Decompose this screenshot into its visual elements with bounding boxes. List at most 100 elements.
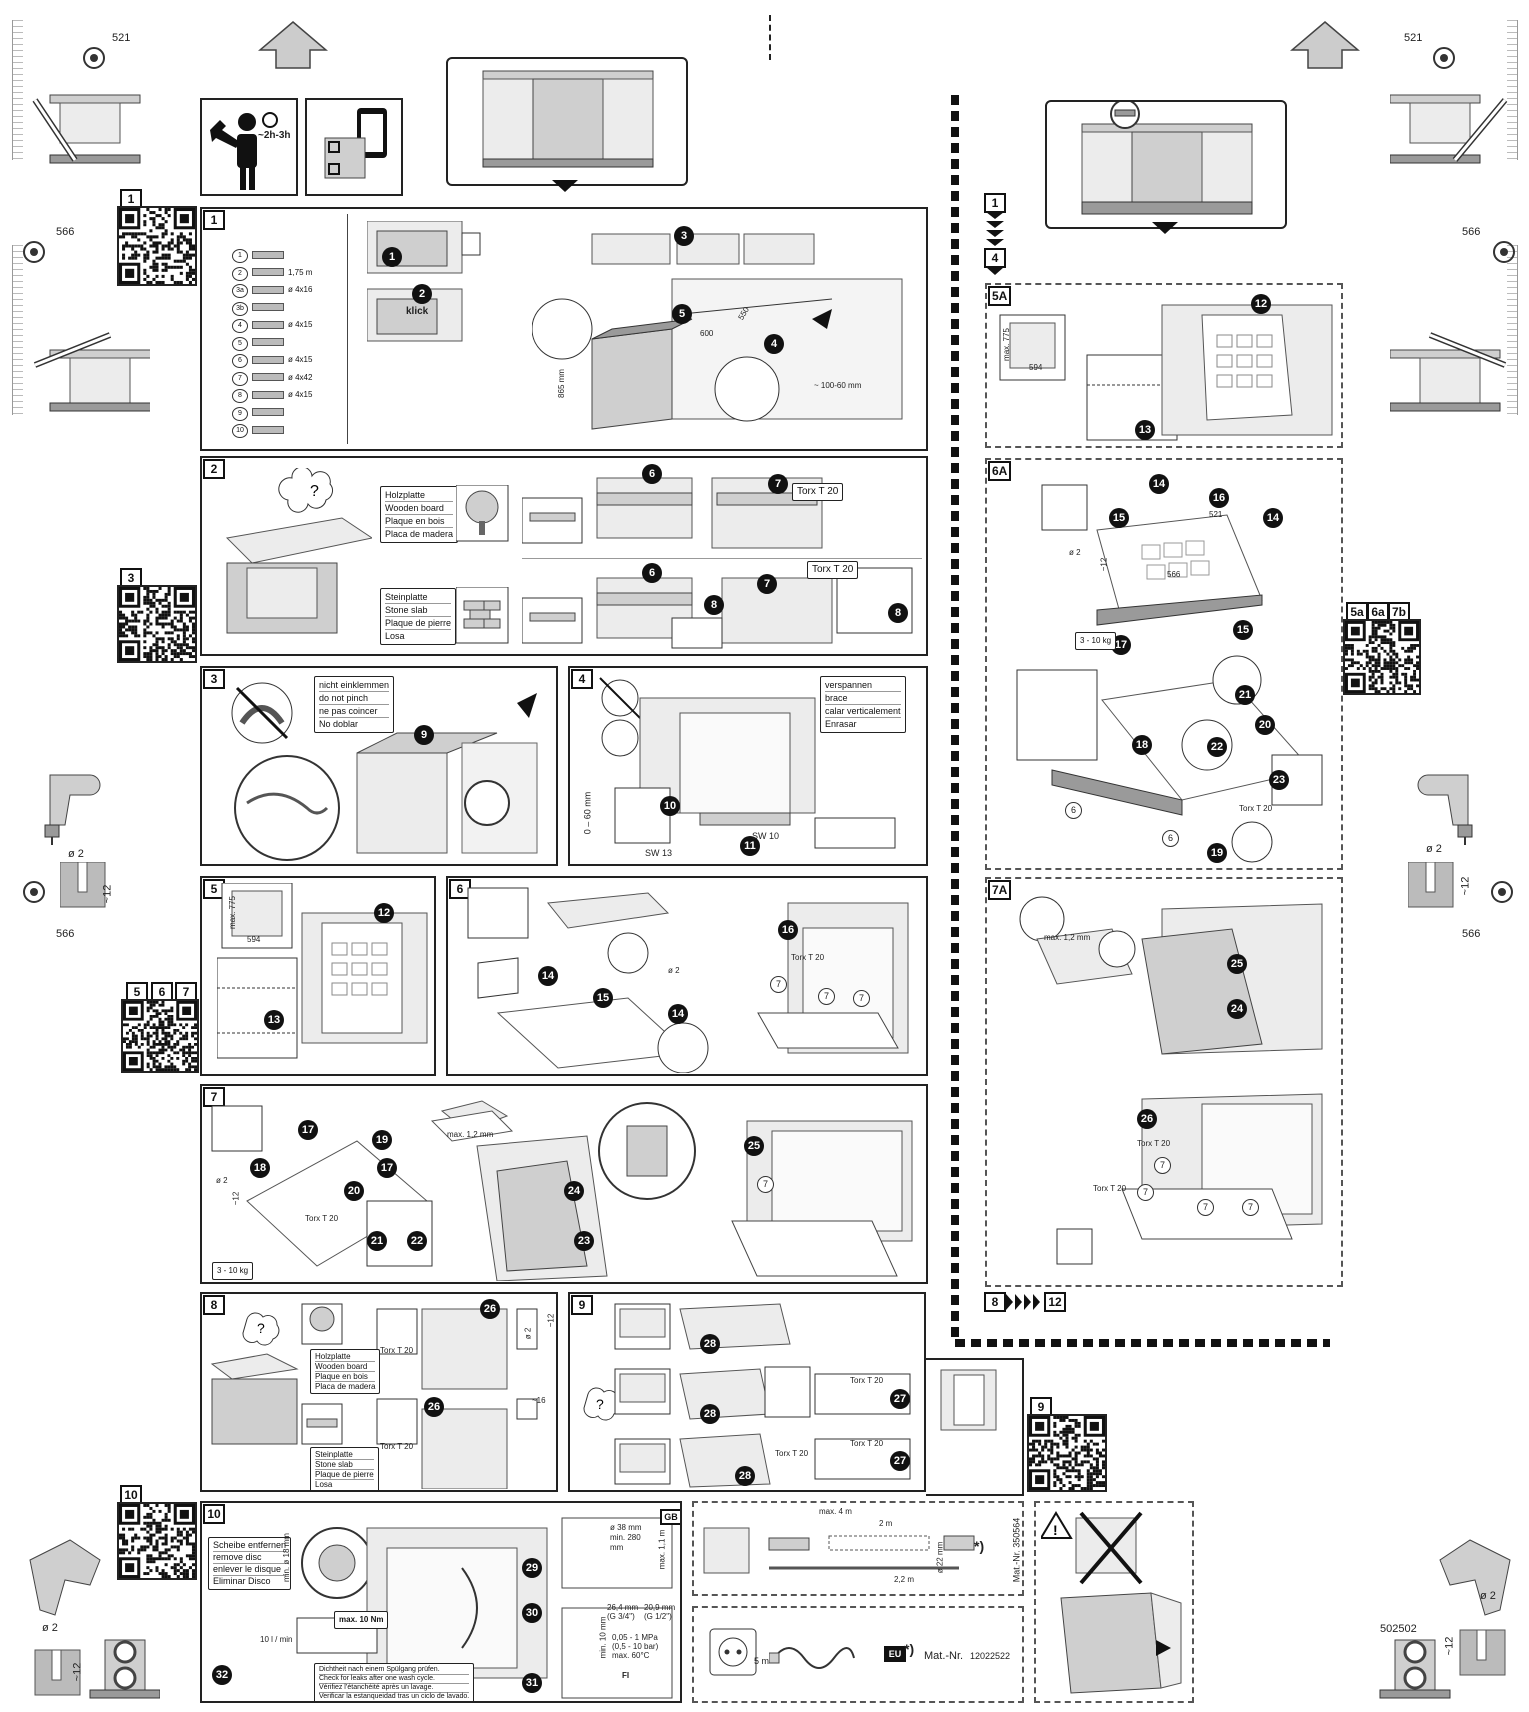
bl-drill-depth: ~12 — [71, 1662, 84, 1682]
left-drill-depth: ~12 — [101, 884, 114, 904]
hose-sketch — [703, 1527, 975, 1574]
step6a-sketch — [1016, 484, 1323, 863]
step-5-panel: 5 max. 775 594 12 13 — [200, 876, 436, 1076]
part-shape-icon — [252, 285, 284, 294]
step7-torx: Torx T 20 — [305, 1214, 339, 1223]
qr-code-567[interactable] — [121, 999, 199, 1073]
step7-weight: 3 - 10 kg — [212, 1262, 254, 1280]
step2-torx-2: Torx T 20 — [807, 561, 859, 579]
right-step-8-badge: 8 — [984, 1292, 1006, 1312]
r6a-torx: Torx T 20 — [1239, 804, 1273, 813]
mat2-number: 12022522 — [970, 1651, 1011, 1661]
drill-icon-right — [1417, 774, 1473, 845]
cabinet-sketch-mid-right — [1390, 332, 1507, 412]
step9-torx-3: Torx T 20 — [850, 1439, 884, 1448]
br-drill-depth: ~12 — [1443, 1636, 1456, 1656]
target-symbol-top-right — [1433, 47, 1455, 69]
svg-text:?: ? — [596, 1396, 604, 1412]
nm-label: max. 10 Nm — [334, 1611, 389, 1629]
step7-max12: max. 1,2 mm — [447, 1130, 494, 1139]
drill-hole-left — [60, 862, 106, 908]
warning-panel: ! — [1034, 1501, 1194, 1703]
right-drill-depth: ~12 — [1459, 876, 1472, 896]
press-2: (0,5 - 10 bar) — [612, 1642, 659, 1651]
r7a-torx-1: Torx T 20 — [1137, 1139, 1171, 1148]
step2-countertop-cloud: ? — [225, 468, 372, 634]
step-7a-badge: 7A — [988, 880, 1012, 900]
dim-bottom-right: 502502 — [1380, 1623, 1417, 1635]
hose-panel: max. 4 m 2 m ø 22 mm 2,2 m *) Mat.-Nr. 3… — [692, 1501, 1024, 1596]
svg-text:?: ? — [257, 1320, 265, 1336]
step1-dim-range: ~ 100-60 mm — [814, 381, 862, 390]
press-3: max. 60°C — [612, 1651, 650, 1660]
bricks-icon — [456, 587, 509, 644]
part-id: 10 — [232, 424, 248, 438]
part-id: 7 — [232, 371, 248, 386]
r6a-width: 521 — [1209, 510, 1223, 519]
max4-label: max. 4 m — [819, 1507, 852, 1516]
down-pointer-right — [1152, 222, 1178, 234]
drill-icon-bottom-right — [1379, 1539, 1511, 1699]
integrated-dishwasher-preview — [446, 57, 688, 186]
power-panel: 5 m EU *) Mat.-Nr. 12022522 — [692, 1606, 1024, 1703]
step4-leveling-sketch — [599, 677, 896, 849]
target-symbol-right-lower — [1491, 881, 1513, 903]
press-1: 0,05 - 1 MPa — [612, 1633, 658, 1642]
step4-range: 0 – 60 mm — [582, 791, 593, 835]
part-shape-icon — [252, 268, 284, 277]
thread-1b: (G 3/4") — [607, 1612, 635, 1621]
part-id: 1 — [232, 249, 248, 263]
cabinet-sketch-top-right — [1390, 94, 1508, 164]
thread-2b: (G 1/2") — [644, 1612, 672, 1621]
step8-depth: ~12 — [546, 1313, 556, 1328]
center-top-dash — [769, 15, 771, 60]
qr-code-3[interactable] — [117, 585, 197, 663]
r5a-max: max. 775 — [1001, 328, 1011, 361]
step7-dia: ø 2 — [216, 1176, 228, 1185]
parts-list-item: 3b — [232, 301, 342, 318]
step-6a-panel: 6A 14 15 16 14 17 15 18 21 20 22 23 19 3… — [985, 458, 1343, 870]
app-qr-icon-box — [305, 98, 403, 196]
part-spec: ø 4x15 — [288, 390, 313, 399]
part-id: 3b — [232, 301, 248, 316]
br-drill-dia: ø 2 — [1480, 1590, 1496, 1602]
part-shape-icon — [252, 355, 284, 364]
step9-torx-1: Torx T 20 — [850, 1376, 884, 1385]
min18-label: min. ø 18 mm — [281, 1533, 291, 1582]
step8-countertop-sketch: ? — [210, 1303, 538, 1489]
qr-label-6a: 6a — [1367, 602, 1389, 622]
qr-code-right[interactable] — [1343, 619, 1421, 695]
step-7a-panel: 7A max. 1,2 mm 25 24 26 Torx T 20 Torx T… — [985, 877, 1343, 1287]
r5a-width: 594 — [1029, 363, 1043, 372]
step1-dim-height: 865 mm — [556, 369, 566, 398]
step9-extension — [926, 1358, 1024, 1496]
drain-4: max. 1,1 m — [657, 1529, 667, 1570]
bl-drill-dia: ø 2 — [42, 1622, 58, 1634]
cable-icon — [769, 1647, 855, 1669]
step-5a-panel: 5A max. 775 594 12 13 — [985, 283, 1343, 448]
qr-code-1[interactable] — [117, 206, 197, 286]
qr-code-9[interactable] — [1027, 1414, 1107, 1492]
step4-sw13: SW 13 — [645, 848, 673, 858]
part-spec: ø 4x42 — [288, 372, 313, 382]
gb-badge: GB — [660, 1509, 680, 1525]
dim-mid-left: 566 — [56, 226, 75, 238]
target-symbol-top-left — [83, 47, 105, 69]
qr-code-10[interactable] — [117, 1502, 197, 1580]
step7a-sketch — [1019, 896, 1323, 1265]
part-shape-icon — [252, 320, 284, 329]
part-spec: 1,75 m — [288, 267, 313, 277]
part-spec: ø 4x16 — [288, 285, 313, 294]
